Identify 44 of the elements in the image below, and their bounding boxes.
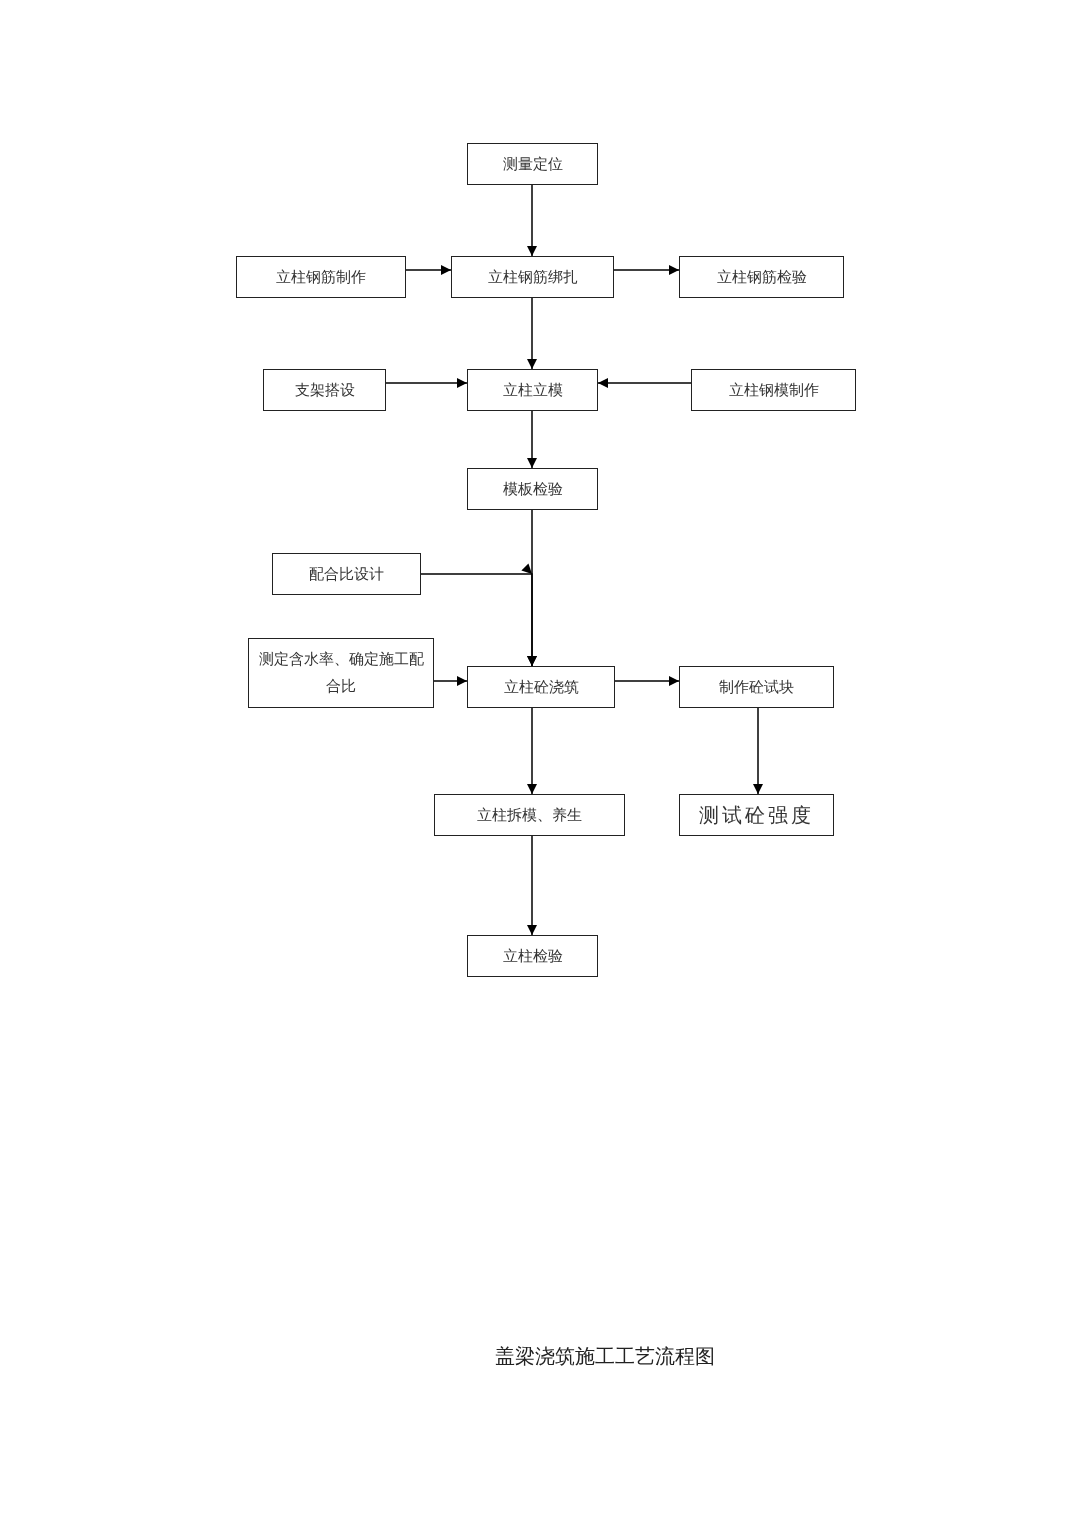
step-label: 立柱检验 [502, 946, 563, 966]
process-box [451, 256, 614, 298]
process-box [467, 369, 598, 411]
process-box [263, 369, 386, 411]
arrow [527, 297, 537, 370]
arrow [527, 835, 537, 936]
process-box [248, 638, 434, 708]
step-label: 配合比设计 [309, 564, 384, 584]
figure-caption: 盖梁浇筑施工工艺流程图 [494, 1344, 716, 1369]
process-box [691, 369, 856, 411]
arrow [433, 676, 468, 686]
arrow [614, 676, 680, 686]
arrow [385, 378, 468, 388]
process-box [434, 794, 625, 836]
step-label: 测量定位 [502, 154, 563, 174]
step-label: 测试砼强度 [699, 803, 814, 828]
process-box [679, 256, 844, 298]
step-label: 立柱钢模制作 [728, 380, 819, 400]
process-box [467, 666, 615, 708]
arrow [527, 184, 537, 257]
arrow [597, 378, 692, 388]
process-box [467, 935, 598, 977]
arrow [405, 265, 452, 275]
arrow [420, 563, 537, 667]
step-label: 立柱拆模、养生 [477, 805, 582, 825]
process-box [467, 143, 598, 185]
step-label: 测定含水率、确定施工配合比 [257, 650, 425, 696]
process-box [679, 666, 834, 708]
step-label: 模板检验 [502, 479, 563, 499]
process-box [272, 553, 421, 595]
step-label: 制作砼试块 [719, 677, 794, 697]
process-box [467, 468, 598, 510]
step-label: 立柱钢筋制作 [276, 267, 366, 287]
arrow [527, 707, 537, 795]
arrow [613, 265, 680, 275]
step-label: 立柱钢筋检验 [716, 267, 807, 287]
process-box [236, 256, 406, 298]
step-label: 立柱立模 [502, 380, 563, 400]
step-label: 支架搭设 [294, 380, 355, 400]
step-label: 立柱钢筋绑扎 [487, 267, 578, 287]
step-label: 立柱砼浇筑 [503, 677, 579, 697]
arrow [753, 707, 763, 795]
process-box [679, 794, 834, 836]
arrow [527, 410, 537, 469]
